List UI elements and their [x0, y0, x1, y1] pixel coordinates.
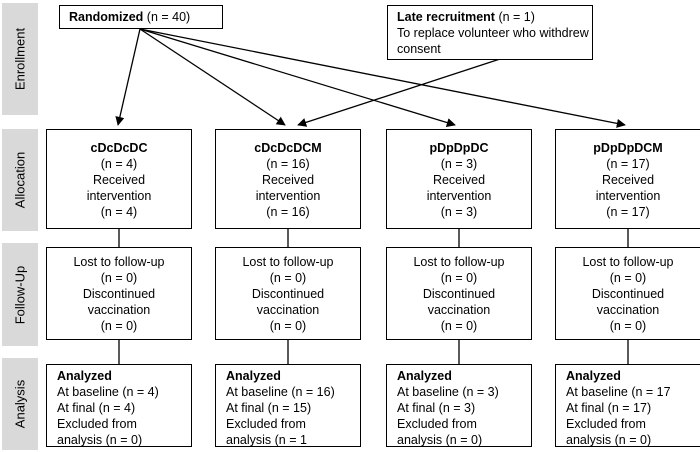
baseline-count: At baseline (n = 4) [57, 385, 159, 399]
analyzed-title: Analyzed [397, 369, 452, 383]
lost-count: (n = 0) [100, 271, 138, 285]
followup-box-cDcDcDC: Lost to follow-up (n = 0) Discontinued v… [46, 247, 192, 340]
lost-count: (n = 0) [269, 271, 307, 285]
followup-text: vaccination [87, 303, 151, 317]
arrow-late-to-group-2 [297, 58, 501, 127]
baseline-count: At baseline (n = 17 [566, 385, 671, 399]
group-name: pDpDpDCM [593, 141, 663, 155]
late-recruitment-count: (n = 1) [498, 10, 535, 24]
excluded-text: Excluded from [226, 417, 306, 431]
allocation-count: (n = 4) [100, 157, 138, 171]
analysis-box-cDcDcDCM: Analyzed At baseline (n = 16) At final (… [215, 364, 361, 447]
lost-count: (n = 0) [440, 271, 478, 285]
discontinued-count: (n = 0) [100, 319, 138, 333]
allocation-count: (n = 17) [606, 157, 650, 171]
allocation-text: Received [92, 173, 146, 187]
arrow-randomized-to-group-4 [139, 28, 626, 128]
final-count: At final (n = 15) [226, 401, 312, 415]
baseline-count: At baseline (n = 16) [226, 385, 335, 399]
followup-text: Discontinued [591, 287, 665, 301]
excluded-text: Excluded from [566, 417, 646, 431]
allocation-text: Received [261, 173, 315, 187]
excluded-count: analysis (n = 1 [226, 433, 307, 447]
late-recruitment-note-1: To replace volunteer who withdrew [397, 26, 589, 40]
followup-box-pDpDpDC: Lost to follow-up (n = 0) Discontinued v… [386, 247, 532, 340]
excluded-count: analysis (n = 0) [397, 433, 483, 447]
allocation-text: intervention [595, 189, 661, 203]
analysis-box-cDcDcDC: Analyzed At baseline (n = 4) At final (n… [46, 364, 192, 447]
discontinued-count: (n = 0) [609, 319, 647, 333]
excluded-count: analysis (n = 0) [57, 433, 143, 447]
allocation-box-cDcDcDC: cDcDcDC (n = 4) Received intervention (n… [46, 129, 192, 229]
followup-text: Discontinued [422, 287, 496, 301]
stage-label-analysis: Analysis [2, 358, 38, 450]
received-count: (n = 16) [266, 205, 310, 219]
followup-box-cDcDcDCM: Lost to follow-up (n = 0) Discontinued v… [215, 247, 361, 340]
group-name: pDpDpDC [429, 141, 489, 155]
analyzed-title: Analyzed [566, 369, 621, 383]
stage-label-enrollment: Enrollment [2, 3, 38, 115]
baseline-count: At baseline (n = 3) [397, 385, 499, 399]
followup-text: vaccination [596, 303, 660, 317]
received-count: (n = 3) [440, 205, 478, 219]
excluded-text: Excluded from [397, 417, 477, 431]
allocation-text: intervention [426, 189, 492, 203]
arrow-randomized-to-group-3 [139, 28, 456, 127]
randomized-box: Randomized (n = 40) [59, 5, 223, 29]
late-recruitment-box: Late recruitment (n = 1) To replace volu… [387, 5, 593, 60]
received-count: (n = 17) [606, 205, 650, 219]
stage-label-follow-up: Follow-Up [2, 243, 38, 346]
analyzed-title: Analyzed [57, 369, 112, 383]
analysis-box-pDpDpDCM: Analyzed At baseline (n = 17 At final (n… [555, 364, 700, 447]
allocation-count: (n = 16) [266, 157, 310, 171]
allocation-text: intervention [255, 189, 321, 203]
analyzed-title: Analyzed [226, 369, 281, 383]
arrow-randomized-to-group-2 [139, 28, 286, 126]
final-count: At final (n = 3) [397, 401, 476, 415]
followup-text: vaccination [427, 303, 491, 317]
followup-text: Lost to follow-up [242, 255, 334, 269]
discontinued-count: (n = 0) [269, 319, 307, 333]
received-count: (n = 4) [100, 205, 138, 219]
final-count: At final (n = 4) [57, 401, 136, 415]
allocation-box-cDcDcDCM: cDcDcDCM (n = 16) Received intervention … [215, 129, 361, 229]
final-count: At final (n = 17) [566, 401, 652, 415]
followup-text: Discontinued [82, 287, 156, 301]
followup-text: Lost to follow-up [413, 255, 505, 269]
allocation-text: intervention [86, 189, 152, 203]
followup-text: Discontinued [251, 287, 325, 301]
late-recruitment-note-2: consent [397, 42, 441, 56]
excluded-count: analysis (n = 0) [566, 433, 652, 447]
arrow-randomized-to-group-1 [115, 28, 141, 126]
followup-text: Lost to follow-up [73, 255, 165, 269]
discontinued-count: (n = 0) [440, 319, 478, 333]
group-name: cDcDcDCM [254, 141, 322, 155]
randomized-label: Randomized [69, 10, 144, 24]
lost-count: (n = 0) [609, 271, 647, 285]
randomized-count: (n = 40) [146, 10, 191, 24]
followup-text: vaccination [256, 303, 320, 317]
group-name: cDcDcDC [90, 141, 148, 155]
late-recruitment-label: Late recruitment [397, 10, 495, 24]
allocation-box-pDpDpDCM: pDpDpDCM (n = 17) Received intervention … [555, 129, 700, 229]
excluded-text: Excluded from [57, 417, 137, 431]
followup-box-pDpDpDCM: Lost to follow-up (n = 0) Discontinued v… [555, 247, 700, 340]
allocation-text: Received [601, 173, 655, 187]
allocation-box-pDpDpDC: pDpDpDC (n = 3) Received intervention (n… [386, 129, 532, 229]
allocation-text: Received [432, 173, 486, 187]
allocation-count: (n = 3) [440, 157, 478, 171]
followup-text: Lost to follow-up [582, 255, 674, 269]
analysis-box-pDpDpDC: Analyzed At baseline (n = 3) At final (n… [386, 364, 532, 447]
stage-label-allocation: Allocation [2, 129, 38, 231]
